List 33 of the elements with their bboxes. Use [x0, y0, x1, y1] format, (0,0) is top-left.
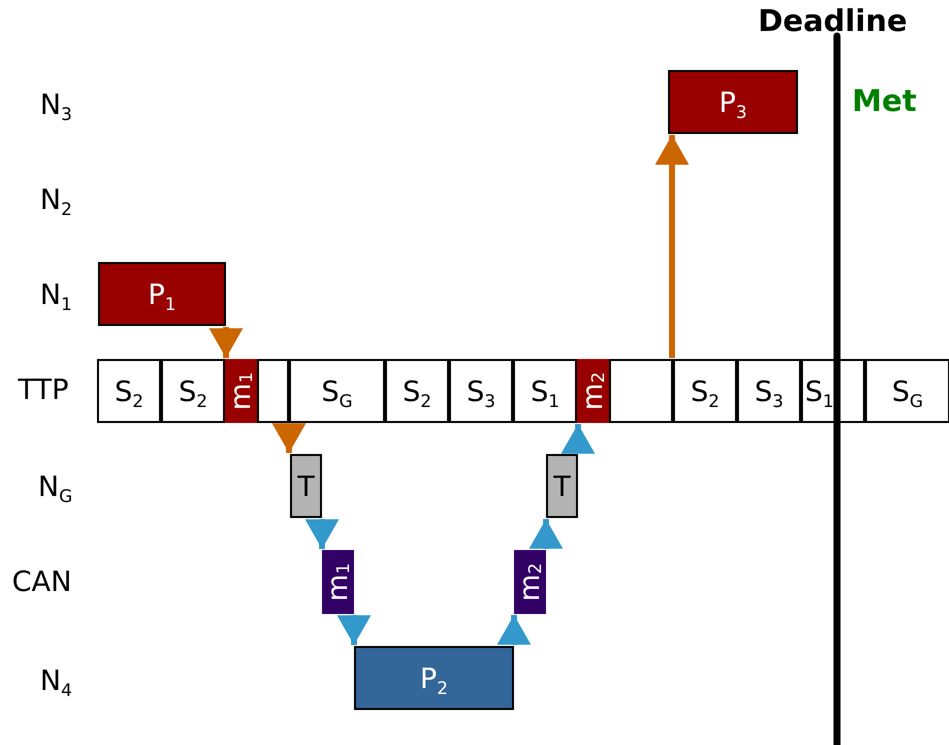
row-label: N$_{3}$	[40, 88, 72, 121]
row-label: TTP	[18, 373, 69, 406]
time-slot: S$_{1}$	[801, 359, 865, 423]
arrow	[272, 423, 306, 453]
arrow	[655, 135, 689, 358]
arrow	[497, 615, 531, 645]
gateway-box: T	[290, 454, 322, 518]
arrow	[561, 424, 595, 454]
gateway-box: T	[546, 454, 578, 518]
arrow	[337, 615, 371, 645]
row-label: N$_{G}$	[38, 470, 72, 503]
process-box: P$_{2}$	[354, 646, 514, 710]
arrow	[305, 519, 339, 549]
time-slot: S$_{G}$	[289, 359, 385, 423]
time-slot: S$_{2}$	[673, 359, 737, 423]
time-slot: S$_{2}$	[385, 359, 449, 423]
deadline-label: Deadline	[758, 4, 908, 39]
time-slot: S$_{1}$	[513, 359, 577, 423]
time-slot: S$_{G}$	[865, 359, 949, 423]
status-label: Met	[852, 84, 917, 119]
time-slot: S$_{3}$	[737, 359, 801, 423]
row-label: N$_{1}$	[40, 278, 72, 311]
row-label: N$_{2}$	[40, 183, 72, 216]
time-slot: S$_{3}$	[449, 359, 513, 423]
empty-time-slot	[257, 359, 289, 423]
process-box: P$_{1}$	[98, 262, 226, 326]
arrow	[209, 327, 243, 358]
time-slot: S$_{2}$	[161, 359, 225, 423]
row-label: N$_{4}$	[40, 664, 72, 697]
row-label: CAN	[12, 565, 72, 598]
arrow	[529, 519, 563, 549]
process-box: P$_{3}$	[668, 70, 798, 134]
time-slot: S$_{2}$	[97, 359, 161, 423]
